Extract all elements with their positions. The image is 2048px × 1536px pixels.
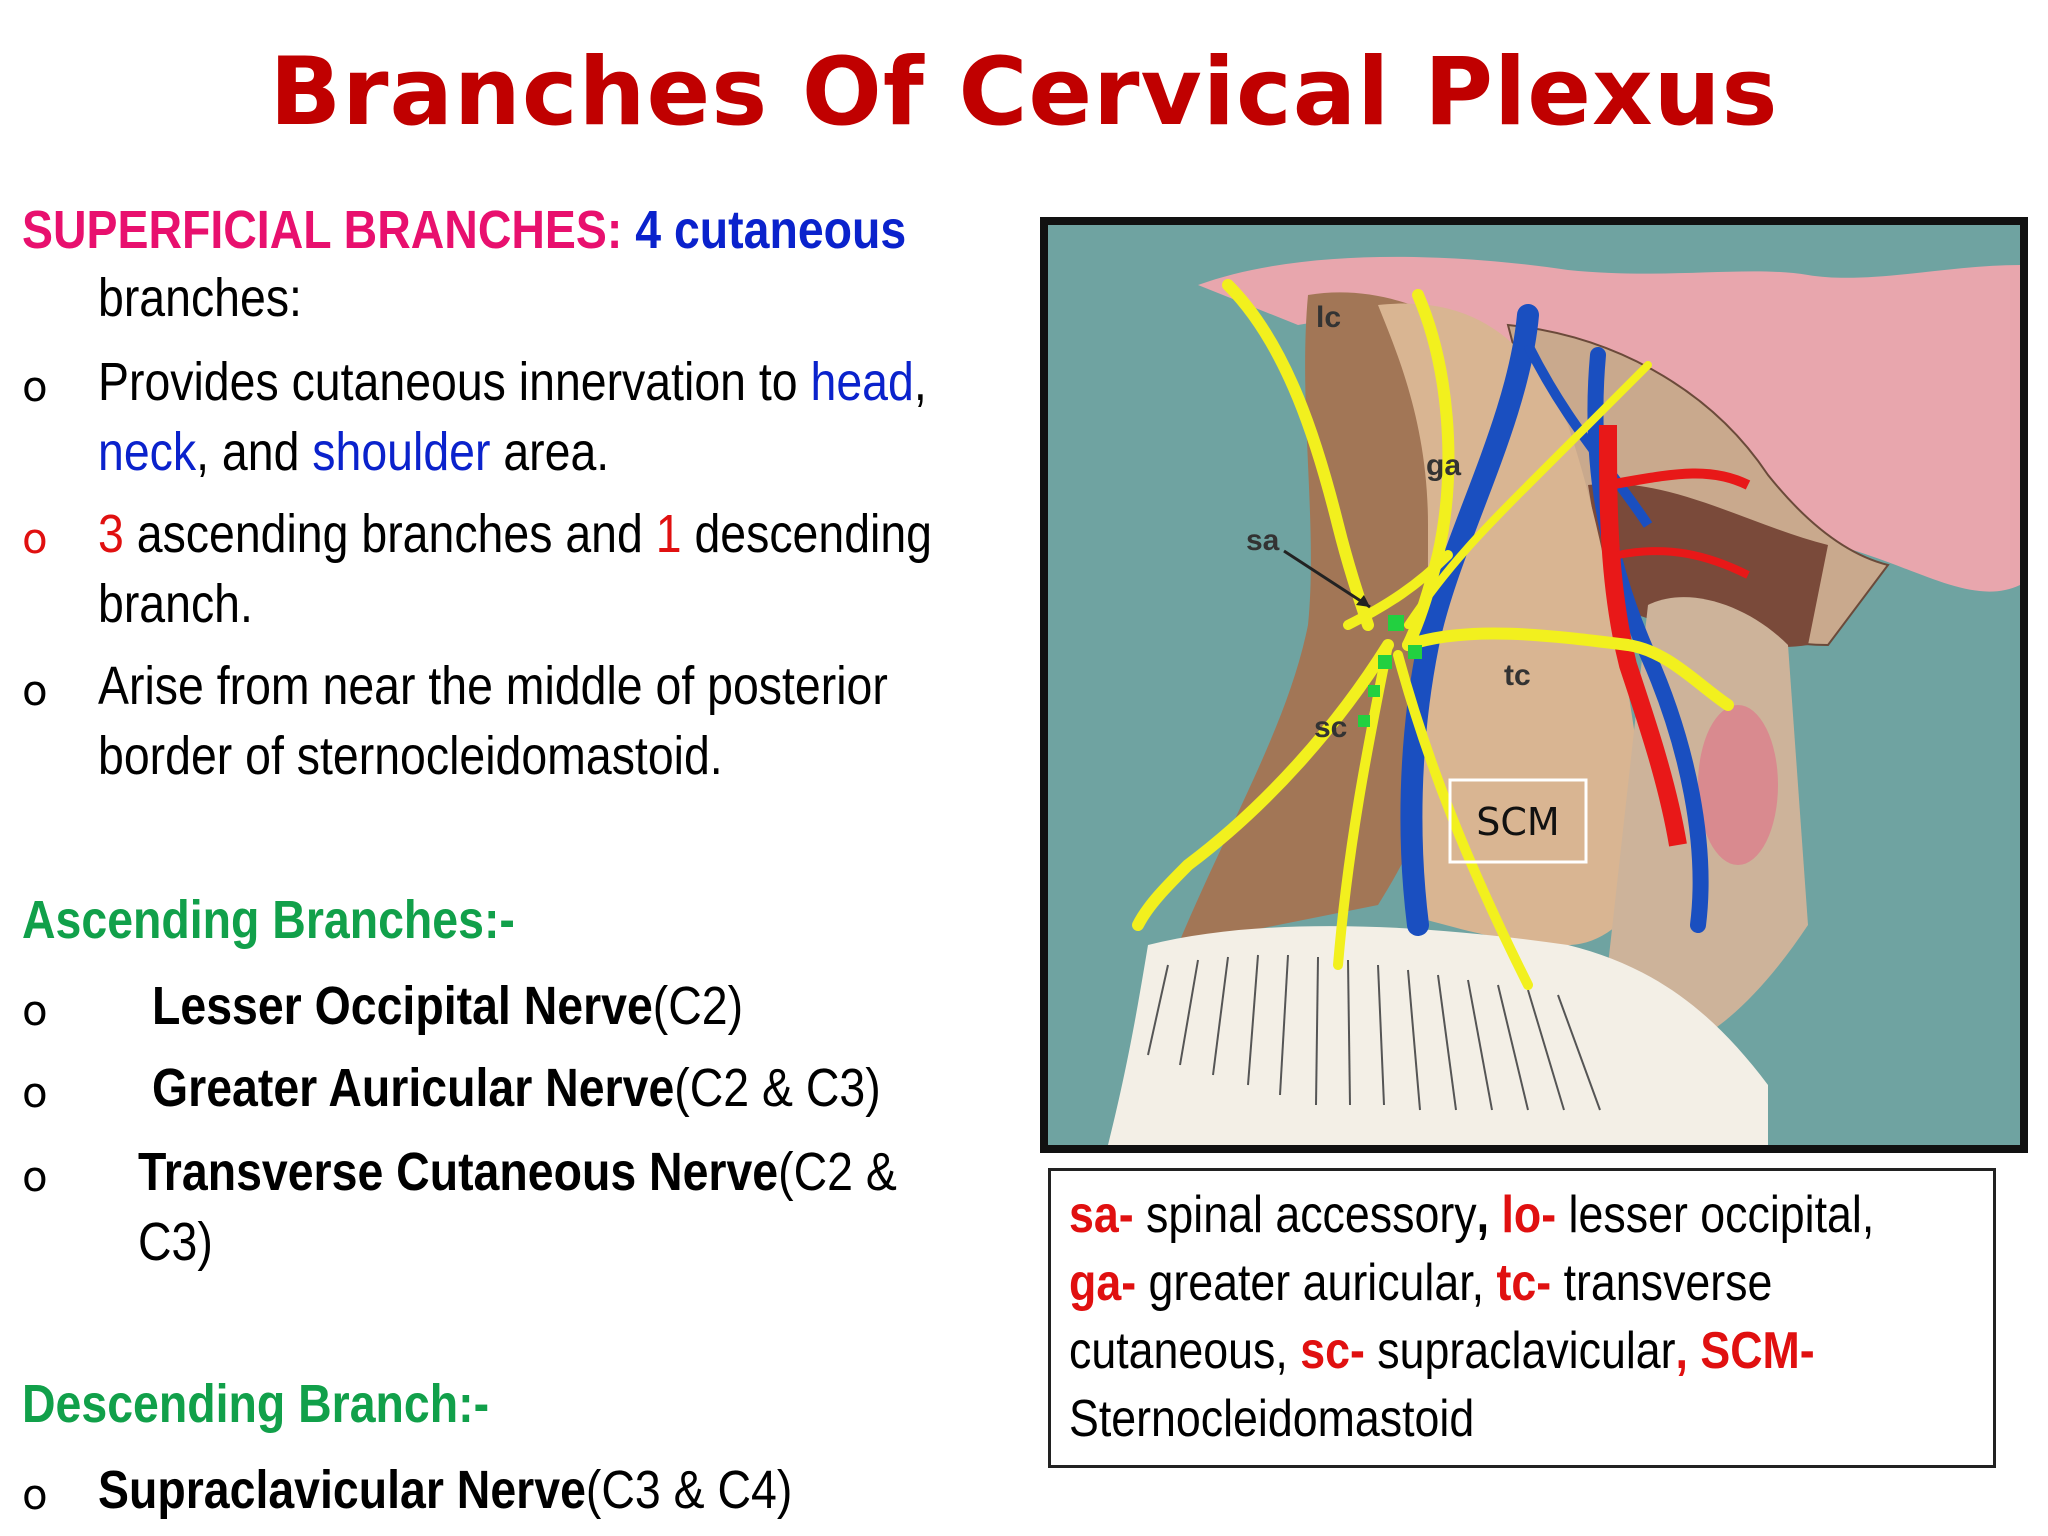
label-sc: sc xyxy=(1314,711,1347,744)
neck-dissection-illustration: lc ga sa tc sc SCM xyxy=(1108,256,2020,1145)
bullet-innervation-line2: neck, and shoulder area. xyxy=(98,418,609,486)
clavicle-region xyxy=(1108,926,1768,1145)
ascending-count: 3 xyxy=(98,504,124,564)
superficial-heading: SUPERFICIAL BRANCHES: xyxy=(22,200,623,260)
scm-label-box xyxy=(1448,778,1588,864)
label-ga: ga xyxy=(1426,449,1461,482)
nerve-roots: (C2 & C3) xyxy=(674,1058,881,1118)
text-tc-cont: cutaneous, xyxy=(1069,1322,1301,1380)
label-tc: tc xyxy=(1504,659,1531,692)
abbr-sc: sc- xyxy=(1300,1322,1365,1380)
lingual-artery xyxy=(1617,547,1750,579)
word-shoulder: shoulder xyxy=(312,422,491,482)
bullet-arise-line2: border of sternocleidomastoid. xyxy=(98,726,723,786)
bullet-count-line2: branch. xyxy=(98,574,253,634)
descending-count: 1 xyxy=(655,504,682,564)
count-end: descending xyxy=(681,504,933,564)
bullet-count-line1: 3 ascending branches and 1 descending xyxy=(98,500,932,568)
nerve-name: Greater Auricular Nerve xyxy=(152,1058,675,1118)
supraclavicular-nerve-3 xyxy=(1393,650,1533,990)
bullet-marker: o xyxy=(22,666,48,715)
descending-heading: Descending Branch:- xyxy=(22,1374,490,1434)
text-lo: lesser occipital, xyxy=(1556,1186,1875,1244)
bullet-arise-line1: Arise from near the middle of posterior xyxy=(98,656,888,716)
superficial-heading-line: SUPERFICIAL BRANCHES: 4 cutaneous xyxy=(22,196,906,264)
ascending-heading: Ascending Branches:- xyxy=(22,890,515,950)
abbr-lo: lo- xyxy=(1501,1186,1557,1244)
comma: , xyxy=(913,352,927,412)
facial-vein xyxy=(1523,342,1653,528)
bullet-marker: o xyxy=(22,1470,48,1519)
innervation-mid: , and xyxy=(196,422,313,482)
cutaneous-count: 4 cutaneous xyxy=(635,200,907,260)
lesser-occipital-nerve xyxy=(1222,279,1374,631)
word-neck: neck xyxy=(98,422,197,482)
bullet-marker: o xyxy=(22,986,48,1035)
muscle-fibers xyxy=(1147,954,1601,1111)
ascending-item: Lesser Occipital Nerve(C2) xyxy=(152,972,743,1040)
nerve-name: Supraclavicular Nerve xyxy=(98,1460,586,1520)
thyroid-gland xyxy=(1698,705,1778,865)
carotid-artery xyxy=(1599,424,1687,847)
bullet-marker: o xyxy=(22,1152,48,1201)
comma: , xyxy=(1476,1186,1490,1244)
transverse-cutaneous-nerve xyxy=(1402,627,1734,711)
nerve-roots: (C2) xyxy=(652,976,744,1036)
label-scm: SCM xyxy=(1476,800,1559,844)
abbr-sa: sa- xyxy=(1069,1186,1134,1244)
text-sa: spinal accessory xyxy=(1133,1186,1477,1244)
label-sa: sa xyxy=(1246,524,1280,557)
facial-artery xyxy=(1607,468,1751,490)
text-ga: greater auricular, xyxy=(1136,1254,1497,1312)
comma: , xyxy=(1675,1322,1688,1380)
text-tc: transverse xyxy=(1551,1254,1773,1312)
text-sc: supraclavicular xyxy=(1364,1322,1676,1380)
ascending-item: Greater Auricular Nerve(C2 & C3) xyxy=(152,1054,881,1122)
supraclavicular-nerve-1 xyxy=(1132,639,1394,931)
label-sa-arrow xyxy=(1283,549,1371,609)
abbr-scm: SCM- xyxy=(1687,1322,1815,1380)
bullet-innervation-line1: Provides cutaneous innervation to head, xyxy=(98,348,927,416)
bullet-marker: o xyxy=(22,1068,48,1117)
bullet-marker: o xyxy=(22,514,48,563)
nerve-roots: (C3 & C4) xyxy=(585,1460,793,1520)
legend-line1: sa- spinal accessory, lo- lesser occipit… xyxy=(1069,1181,1874,1249)
greater-auricular-nerve xyxy=(1402,289,1455,651)
nerve-root-branch xyxy=(1404,361,1652,629)
face-skin xyxy=(1198,256,2020,592)
nerve-roots-cont: C3) xyxy=(138,1212,213,1272)
slide-title: Branches Of Cervical Plexus xyxy=(269,38,1779,147)
bullet-marker: o xyxy=(22,362,48,411)
text-scm: Sternocleidomastoid xyxy=(1069,1390,1475,1448)
ascending-item: Transverse Cutaneous Nerve(C2 & xyxy=(138,1138,897,1206)
count-mid: ascending branches and xyxy=(123,504,656,564)
nerve-point xyxy=(1358,615,1422,727)
nerve-name: Lesser Occipital Nerve xyxy=(152,976,653,1036)
label-lc: lc xyxy=(1316,301,1341,334)
anatomy-figure: lc ga sa tc sc SCM xyxy=(1040,217,2028,1153)
nerve-roots: (C2 & xyxy=(778,1142,897,1202)
superficial-heading-cont: branches: xyxy=(98,268,302,328)
abbreviation-legend: sa- spinal accessory, lo- lesser occipit… xyxy=(1048,1168,1996,1468)
descending-item: Supraclavicular Nerve(C3 & C4) xyxy=(98,1456,792,1524)
innervation-end: area. xyxy=(490,422,610,482)
legend-line3: cutaneous, sc- supraclavicular, SCM- xyxy=(1069,1317,1815,1385)
legend-line2: ga- greater auricular, tc- transverse xyxy=(1069,1249,1772,1317)
abbr-tc: tc- xyxy=(1496,1254,1552,1312)
word-head: head xyxy=(810,352,914,412)
spinal-accessory-nerve xyxy=(1343,550,1453,630)
abbr-ga: ga- xyxy=(1069,1254,1137,1312)
nerve-name: Transverse Cutaneous Nerve xyxy=(138,1142,779,1202)
label-sa-arrowhead xyxy=(1356,595,1370,607)
innervation-pre: Provides cutaneous innervation to xyxy=(98,352,811,412)
supraclavicular-nerve-2 xyxy=(1333,640,1393,970)
nerves xyxy=(1132,279,1734,990)
